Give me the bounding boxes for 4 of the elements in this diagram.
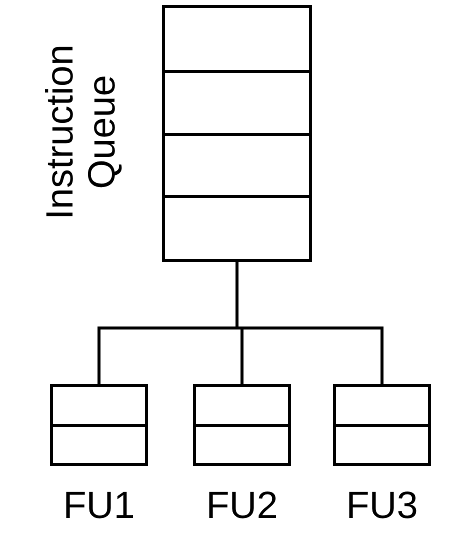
unit-label: FU1	[62, 486, 136, 528]
queue-label: Instruction Queue	[40, 43, 124, 222]
unit-label: FU3	[345, 486, 419, 528]
unit-label: FU2	[205, 486, 279, 528]
